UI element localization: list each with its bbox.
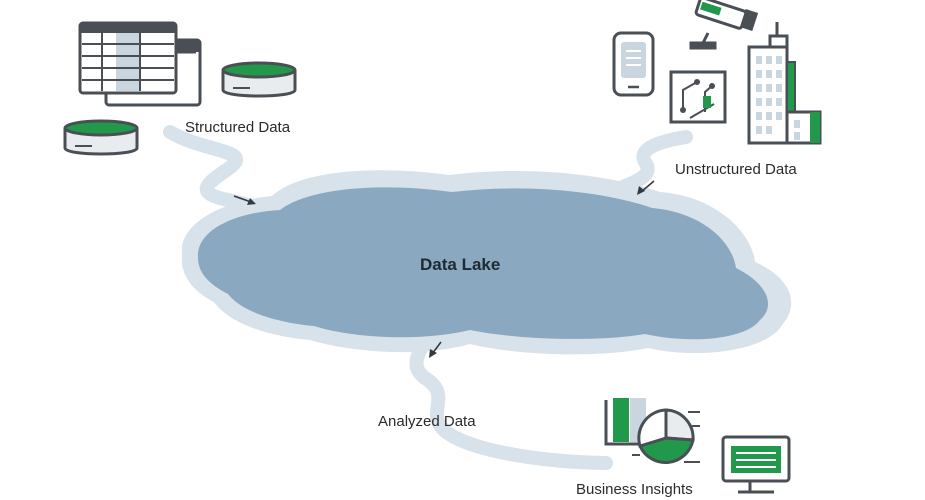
arrow-out-analyzed — [429, 341, 442, 358]
flow-arrows — [233, 180, 655, 358]
arrow-in-unstructured — [637, 180, 655, 195]
unstructured-data-label: Unstructured Data — [675, 161, 797, 178]
business-insights-label: Business Insights — [576, 481, 693, 498]
lake — [181, 170, 792, 355]
circuit-chip-icon — [669, 70, 727, 124]
database-icon — [221, 61, 297, 98]
data-lake-label: Data Lake — [420, 255, 501, 274]
unstructured-stream — [608, 130, 693, 197]
security-camera-icon — [689, 0, 759, 50]
structured-data-label: Structured Data — [185, 119, 291, 136]
spreadsheet-icon — [78, 21, 202, 107]
database-icon-2 — [63, 119, 139, 156]
lake-water — [197, 187, 768, 340]
analyzed-stream — [409, 331, 613, 470]
arrow-in-structured — [233, 195, 256, 205]
smartphone-icon — [612, 31, 655, 97]
monitor-icon — [721, 435, 791, 494]
pie-chart-icon — [632, 408, 700, 465]
office-building-icon — [747, 22, 822, 145]
analyzed-data-label: Analyzed Data — [378, 413, 476, 430]
